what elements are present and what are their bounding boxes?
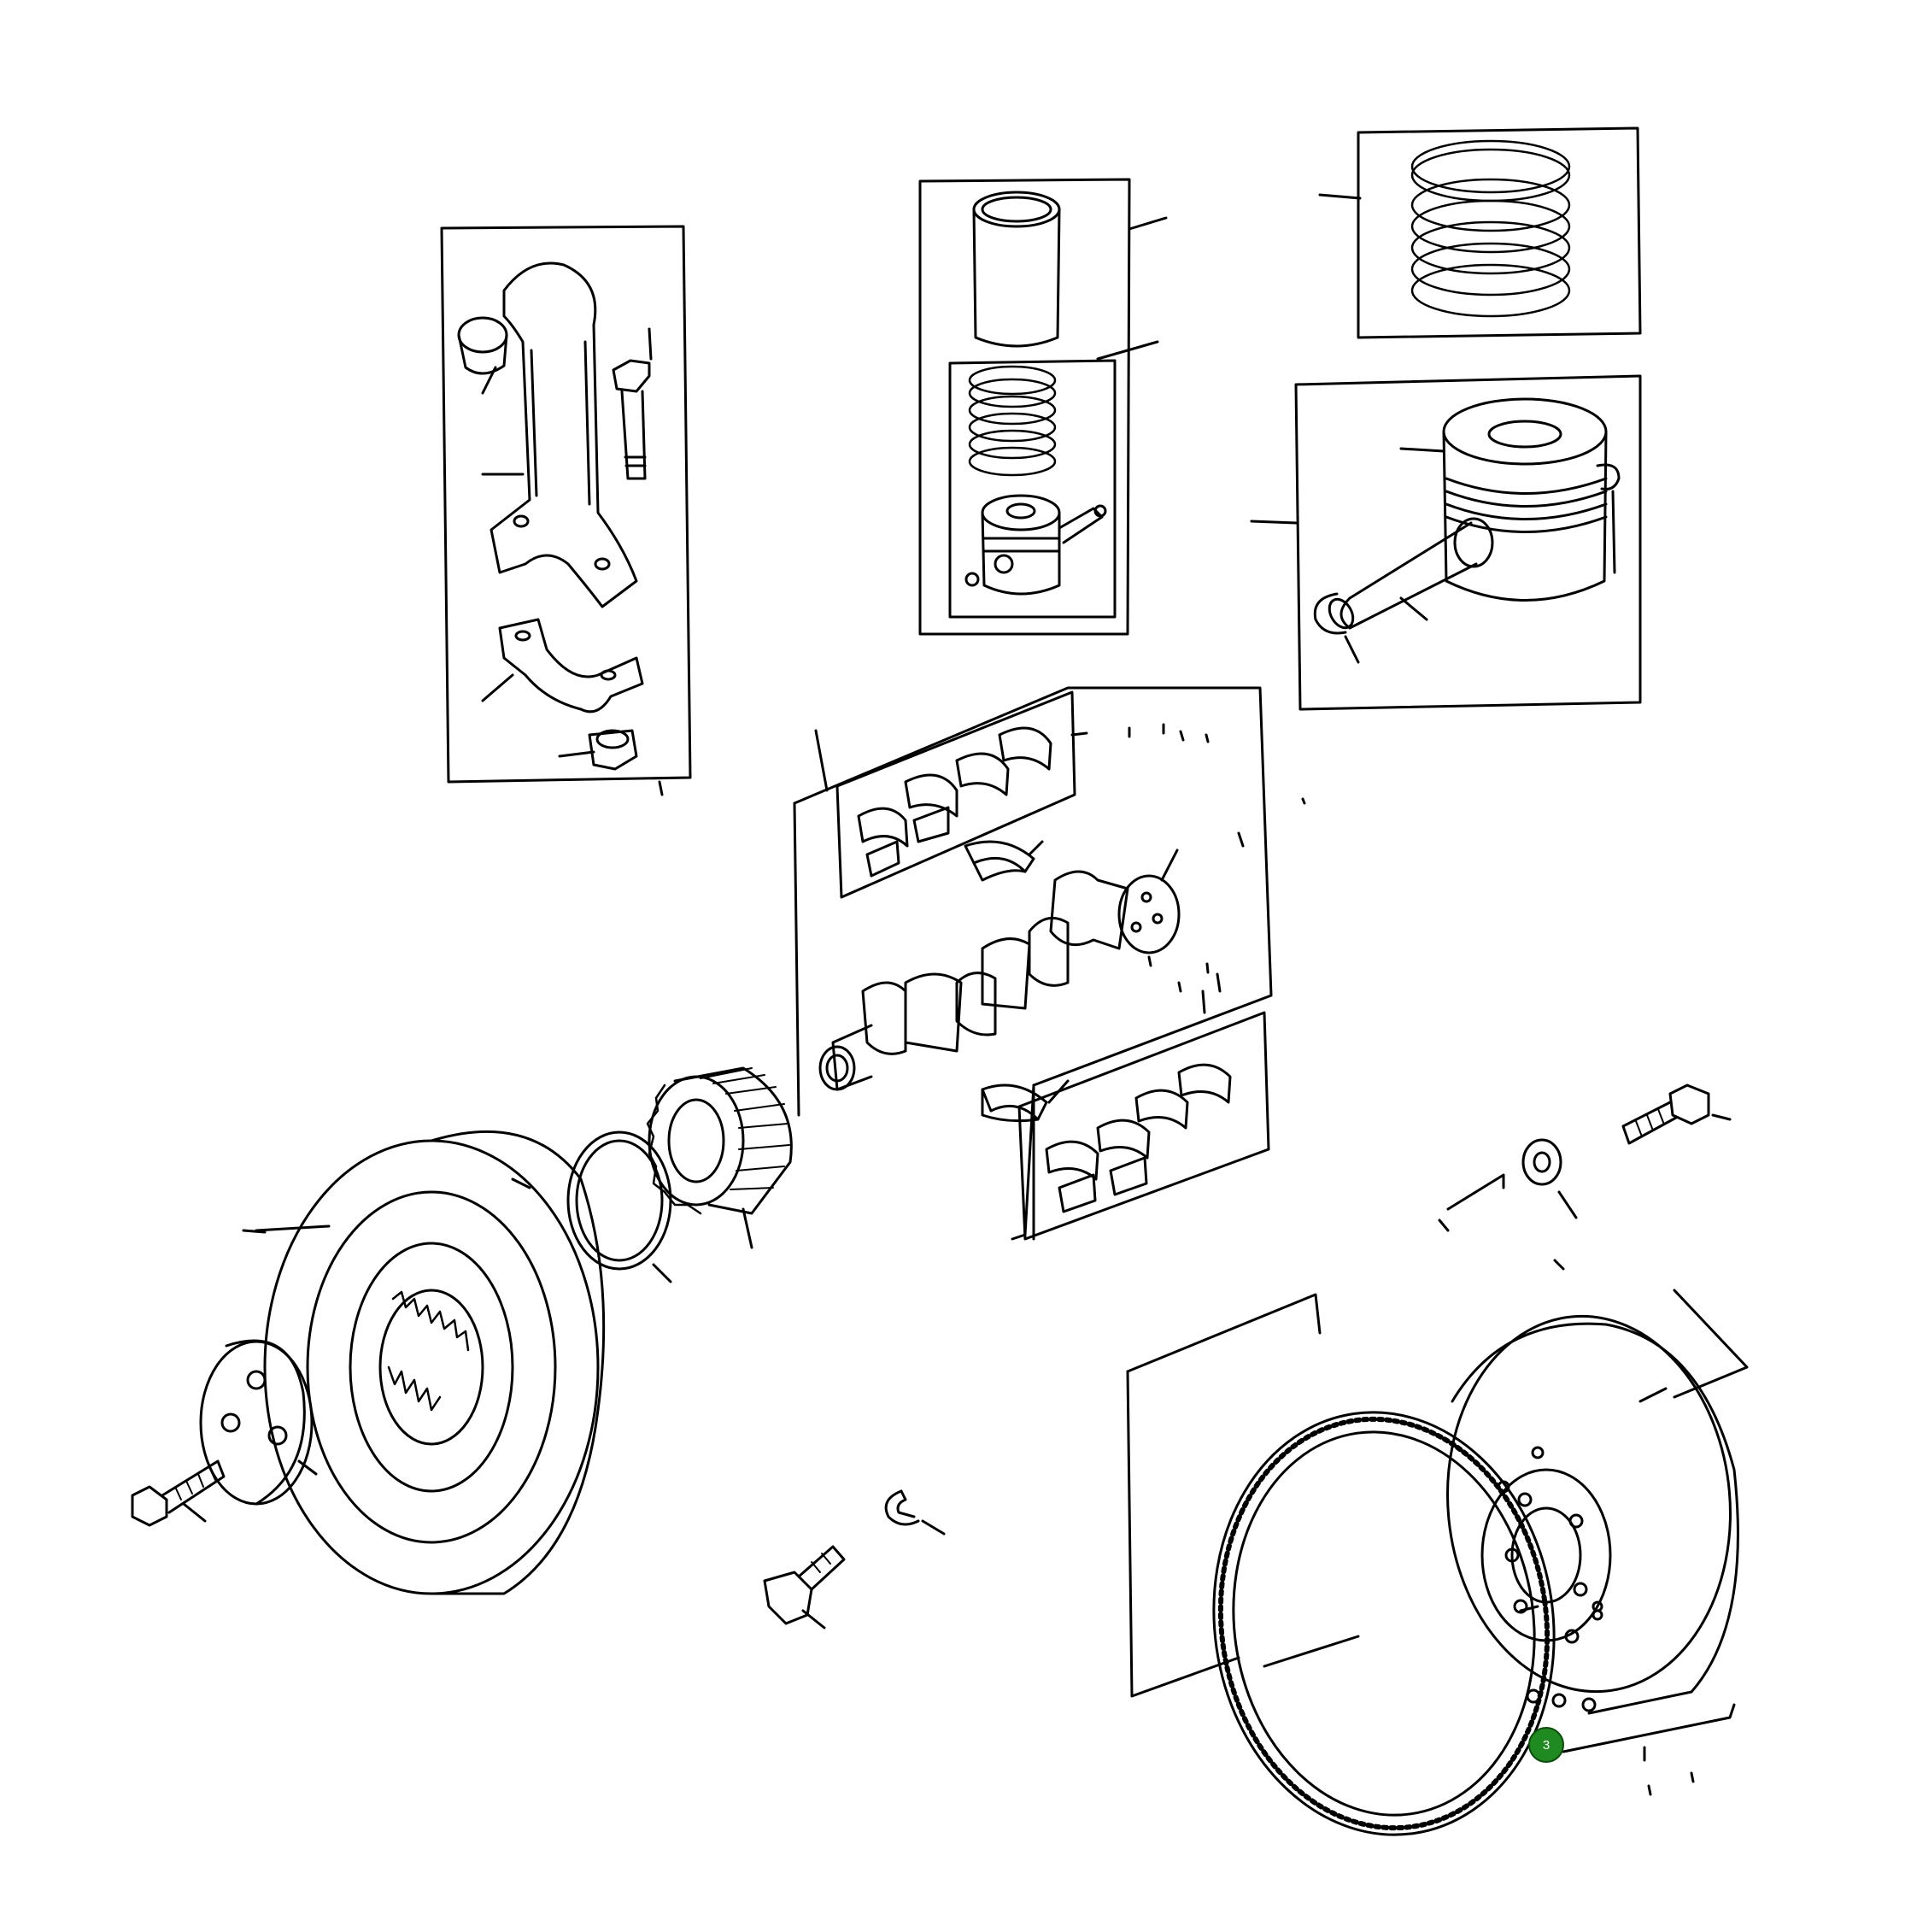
crankshaft [818, 870, 1181, 1091]
crankshaft-group [793, 686, 1273, 1241]
upper-main-bearings [857, 726, 1052, 878]
crankshaft-pulley [242, 1130, 606, 1595]
small-end-bush [457, 316, 508, 354]
connecting-rod-nut [588, 729, 638, 771]
connecting-rod-cap [498, 618, 644, 713]
small-piston [981, 494, 1061, 531]
piston-group [1250, 374, 1642, 711]
ring-gear [1212, 1411, 1556, 1836]
pulley-washer [199, 1339, 318, 1506]
flywheel-washer [1521, 1138, 1578, 1219]
piston-rings-box [1357, 126, 1642, 339]
oil-seal [566, 1130, 672, 1283]
pulley-bolt [131, 1459, 226, 1527]
crank-gear [646, 1066, 793, 1249]
connecting-rod-box [440, 225, 692, 784]
flywheel-frame [1126, 1173, 1749, 1796]
hotspot-label: 3 [1543, 1738, 1550, 1753]
inner-piston-box [948, 359, 1117, 619]
connecting-rod [489, 261, 638, 608]
flywheel-bolt [1621, 1083, 1732, 1145]
liner-box [918, 178, 1131, 636]
upper-bearing-box [835, 690, 1076, 899]
circlip [1596, 463, 1621, 490]
lower-main-bearings [1045, 1063, 1232, 1213]
circlip [1313, 592, 1347, 635]
connecting-rod-group [440, 225, 692, 796]
small-clip [884, 1489, 946, 1536]
liner-piston-group [918, 178, 1168, 636]
connecting-rod-bolt [612, 359, 651, 393]
piston-box [1294, 374, 1642, 711]
thrust-washer-upper [964, 840, 1035, 873]
hotspot-marker[interactable] [1528, 1727, 1564, 1763]
piston [1442, 397, 1608, 466]
scan-marks [1128, 723, 1306, 993]
flywheel [1446, 1314, 1739, 1715]
piston-pin [1339, 521, 1478, 630]
hotspot-3[interactable]: 3 [1528, 1727, 1564, 1763]
piston-rings-group [1318, 126, 1642, 339]
thrust-washer-lower [981, 1083, 1048, 1121]
flywheel-stud [763, 1545, 846, 1630]
lower-bearing-box [1017, 1011, 1270, 1241]
piston-rings [1410, 139, 1571, 318]
piston-ring-stack [968, 365, 1057, 477]
